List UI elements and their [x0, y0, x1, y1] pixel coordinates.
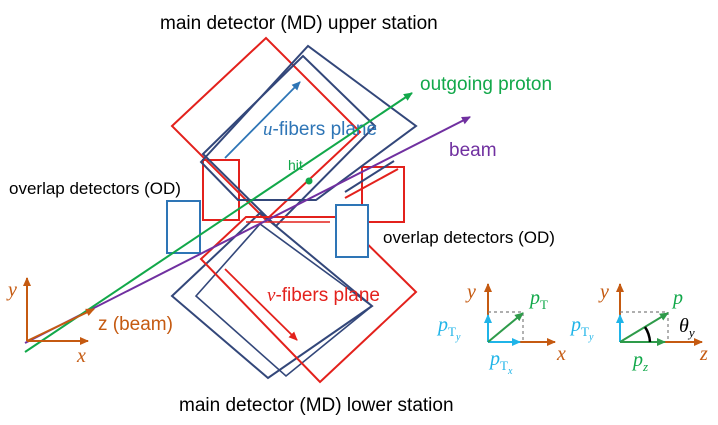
ptx-label-main: p: [488, 348, 500, 370]
pz-label: pz: [631, 349, 648, 374]
v-fibers-plane-frame: [199, 216, 418, 384]
ptx-label: pTx: [488, 348, 513, 377]
v-fibers-plane-label: v-fibers plane: [267, 285, 380, 306]
theta-label: θy: [679, 315, 695, 340]
v-fibers-plane-italic: v: [267, 285, 276, 306]
upper-station: u-fibers plane: [170, 36, 418, 228]
od-left-label: overlap detectors (OD): [9, 179, 181, 198]
pl-pty-label-main: p: [569, 314, 581, 336]
od-right-box: [335, 204, 369, 258]
hit-point: [305, 177, 313, 185]
pz-label-main: p: [631, 349, 643, 371]
pz-label-sub: z: [642, 359, 648, 374]
u-fibers-plane-label: u-fibers plane: [263, 119, 377, 140]
ptx-label-sub: T: [500, 358, 508, 373]
pl-z-axis-label: z: [699, 343, 708, 365]
pt-label-sub: T: [540, 297, 548, 312]
pl-y-axis-label: y: [598, 281, 609, 303]
pl-dashed-box: [620, 311, 669, 342]
main-axes: y x z (beam): [6, 277, 173, 367]
theta-arc: [643, 326, 652, 343]
outgoing-proton-label: outgoing proton: [420, 74, 552, 95]
pty-label: pTy: [436, 314, 461, 343]
pt-dashed-box: [488, 311, 524, 342]
p-label: p: [671, 287, 683, 309]
p-vector-arrow: [619, 312, 669, 343]
v-fibers-plane-rest: -fibers plane: [275, 285, 380, 306]
v-direction-arrow: [224, 268, 298, 341]
upper-red-connector: [344, 168, 399, 199]
beam-line: [24, 116, 471, 344]
ptx-label-subsub: x: [507, 366, 513, 377]
pty-label-sub: T: [448, 324, 456, 339]
pl-pty-label-sub: T: [581, 324, 589, 339]
upper-station-title: main detector (MD) upper station: [160, 13, 438, 34]
pt-x-axis-label: x: [556, 343, 566, 365]
pl-pty-label-subsub: y: [588, 332, 594, 343]
pt-y-axis-label: y: [465, 281, 476, 303]
od-right-label: overlap detectors (OD): [383, 228, 555, 247]
lower-station-title: main detector (MD) lower station: [179, 395, 454, 416]
beam-label: beam: [449, 140, 497, 161]
main-z-axis: [26, 308, 95, 342]
pt-label-main: p: [528, 287, 540, 309]
od-left-box: [166, 200, 201, 254]
hit-label: hit: [288, 157, 303, 173]
pty-label-main: p: [436, 314, 448, 336]
longitudinal-momentum-diagram: y z p pTy pz θy: [569, 281, 708, 374]
lower-blue-frame-back2: [194, 222, 374, 378]
pty-label-subsub: y: [455, 332, 461, 343]
upper-red-frame-back: [170, 36, 362, 222]
theta-label-main: θ: [679, 315, 689, 337]
lower-station: v-fibers plane: [170, 211, 418, 384]
main-y-label: y: [6, 279, 17, 301]
pl-pty-label: pTy: [569, 314, 594, 343]
u-direction-arrow: [224, 81, 301, 159]
upper-blue-link: [344, 160, 395, 193]
main-x-label: x: [76, 345, 86, 367]
u-fibers-plane-frame: [199, 44, 418, 201]
pt-vector-arrow: [487, 312, 524, 343]
u-fibers-plane-italic: u: [263, 119, 273, 140]
main-z-label: z (beam): [98, 314, 173, 335]
transverse-momentum-diagram: y x pT pTy pTx: [436, 281, 566, 377]
pt-label: pT: [528, 287, 548, 312]
theta-label-sub: y: [687, 325, 695, 340]
u-fibers-plane-rest: -fibers plane: [273, 119, 378, 140]
